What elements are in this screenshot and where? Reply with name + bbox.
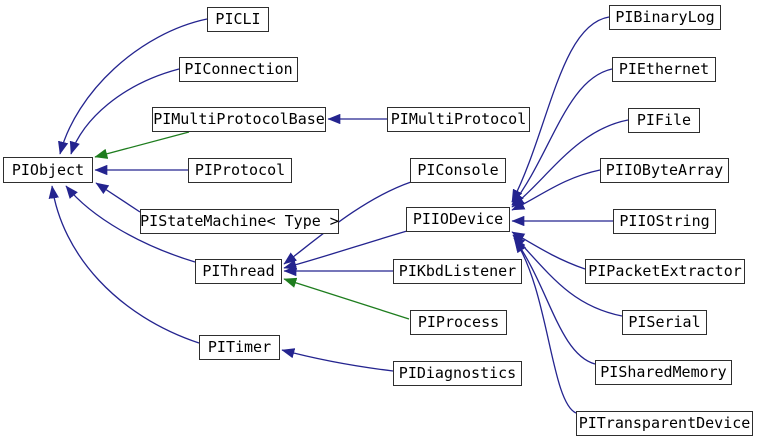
class-node-piiodevice[interactable]: PIIODevice [406, 207, 510, 232]
edge-piprocess-to-pithread [283, 277, 410, 320]
class-node-pistatemachine[interactable]: PIStateMachine< Type > [140, 209, 339, 234]
edge-picli-to-piobject [58, 18, 208, 155]
edge-pitransparentdevice-to-piiodevice [514, 239, 577, 414]
edge-pithread-to-piobject [65, 185, 196, 263]
class-node-piserial[interactable]: PISerial [622, 310, 707, 335]
class-node-piconsole[interactable]: PIConsole [410, 158, 506, 183]
edge-group [48, 16, 629, 414]
class-node-pimultiprotocol[interactable]: PIMultiProtocol [387, 107, 530, 132]
edge-piethernet-to-piiodevice [511, 68, 613, 206]
class-node-pifile[interactable]: PIFile [628, 108, 700, 133]
class-node-piobject[interactable]: PIObject [3, 157, 93, 183]
edge-pimultiprotocolbase-to-piobject [94, 131, 190, 159]
class-node-pithread[interactable]: PIThread [195, 259, 282, 284]
edge-pifile-to-piiodevice [511, 119, 629, 208]
edge-piiodevice-to-pithread [283, 230, 408, 270]
class-node-pikbdlistener[interactable]: PIKbdListener [393, 259, 522, 284]
edge-pibinarylog-to-piiodevice [511, 16, 610, 203]
class-node-piiostring[interactable]: PIIOString [613, 209, 716, 234]
class-node-piprocess[interactable]: PIProcess [410, 310, 507, 335]
edge-piconnection-to-piobject [69, 68, 180, 155]
class-node-pisharedmemory[interactable]: PISharedMemory [595, 360, 732, 385]
class-node-picli[interactable]: PICLI [207, 7, 269, 32]
class-node-piprotocol[interactable]: PIProtocol [188, 158, 292, 183]
class-node-pimultiprotocolbase[interactable]: PIMultiProtocolBase [152, 107, 326, 132]
edge-pitimer-to-piobject [48, 185, 200, 344]
class-node-piiobytearray[interactable]: PIIOByteArray [600, 158, 729, 183]
edge-piconsole-to-pithread [283, 181, 412, 265]
class-node-piconnection[interactable]: PIConnection [179, 57, 298, 82]
class-node-pipacketextractor[interactable]: PIPacketExtractor [585, 259, 745, 284]
class-node-pitimer[interactable]: PITimer [199, 335, 280, 360]
edge-pistatemachine-to-piobject [95, 182, 141, 213]
class-node-pidiagnostics[interactable]: PIDiagnostics [393, 361, 522, 386]
class-node-piethernet[interactable]: PIEthernet [612, 57, 716, 82]
edge-pisharedmemory-to-piiodevice [513, 237, 596, 365]
class-node-pitransparentdevice[interactable]: PITransparentDevice [576, 411, 753, 436]
edge-piiobytearray-to-piiodevice [511, 169, 601, 211]
class-node-pibinarylog[interactable]: PIBinaryLog [609, 5, 721, 30]
edge-pidiagnostics-to-pitimer [281, 348, 394, 372]
